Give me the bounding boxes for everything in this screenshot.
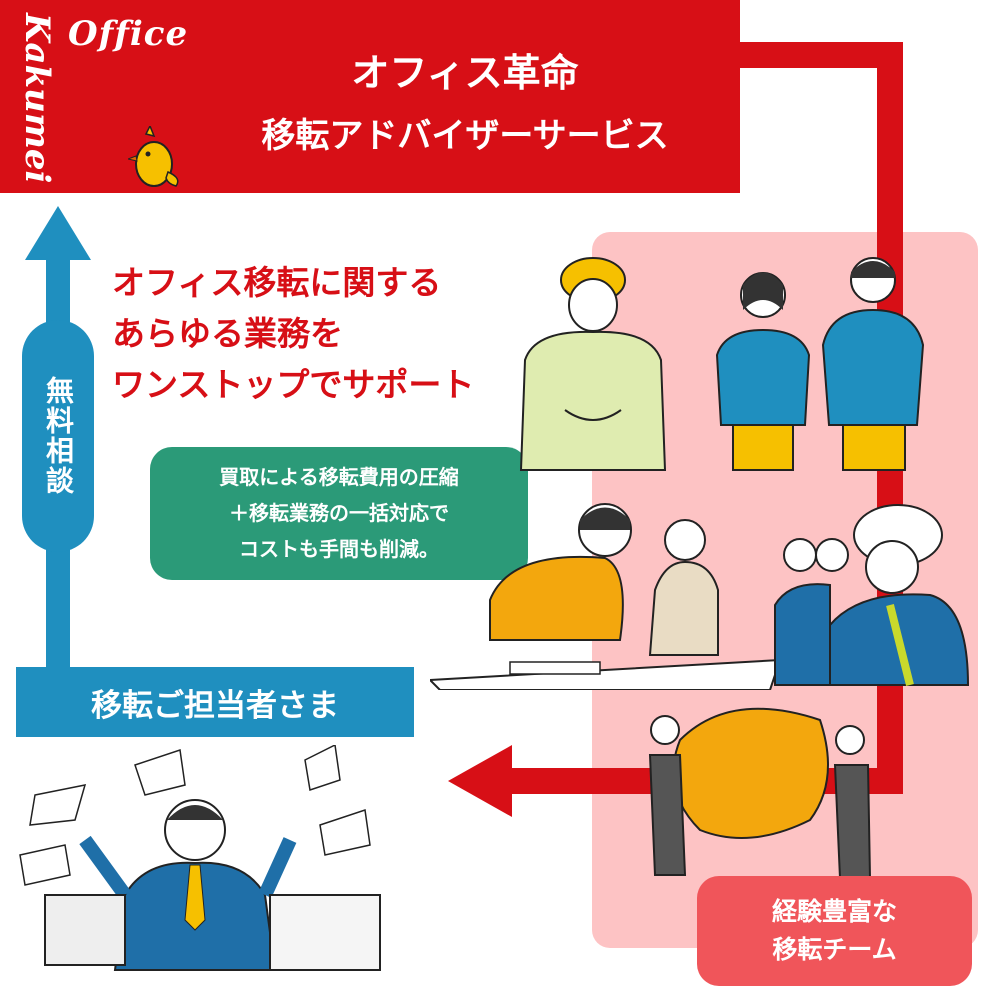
arrow-left-icon	[448, 745, 512, 817]
catchcopy-line1: オフィス移転に関する	[112, 263, 442, 302]
header-banner	[0, 0, 740, 193]
arrow-up-icon	[25, 206, 91, 260]
service-title-main: オフィス革命	[351, 51, 579, 95]
catchcopy-line3: ワンストップでサポート	[112, 365, 475, 404]
benefit-line1: 買取による移転費用の圧縮	[219, 465, 459, 489]
service-title-sub: 移転アドバイザーサービス	[261, 116, 669, 156]
team-label-line2: 移転チーム	[772, 935, 897, 964]
worker-helmet-illustration	[519, 257, 667, 471]
flow-line-top	[740, 42, 903, 68]
free-consultation-label: 無料相談	[22, 320, 94, 552]
team-label-line1: 経験豊富な	[771, 897, 897, 926]
logo-kakumei: Kakumei	[17, 13, 57, 184]
movers-group-illustration	[774, 504, 970, 686]
planning-team-illustration	[430, 503, 780, 690]
moving-furniture-illustration	[648, 707, 872, 879]
experienced-team-label: 経験豊富な 移転チーム	[697, 876, 972, 986]
relocation-contact-label: 移転ご担当者さま	[16, 667, 414, 737]
catchcopy-line2: あらゆる業務を	[112, 314, 343, 353]
bird-mascot-icon	[128, 126, 179, 187]
benefit-line3: コストも手間も削減。	[239, 537, 439, 561]
relieved-manager-illustration	[19, 745, 381, 971]
benefit-line2: ＋移転業務の一括対応で	[229, 501, 449, 525]
staff-pair-illustration	[715, 257, 925, 471]
benefit-bubble: 買取による移転費用の圧縮 ＋移転業務の一括対応で コストも手間も削減。	[150, 447, 528, 580]
logo-office: Office	[68, 14, 189, 54]
